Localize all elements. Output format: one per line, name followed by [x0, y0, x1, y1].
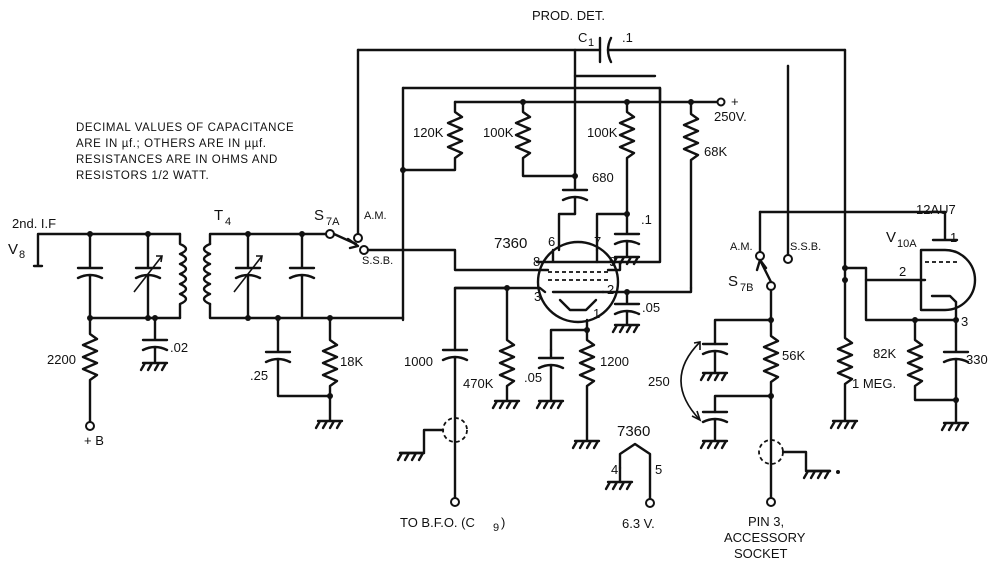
r-68k-label: 68K [704, 144, 727, 159]
s7a-am: A.M. [364, 210, 387, 222]
v8-label: V [8, 241, 18, 258]
c-002-label: .02 [170, 340, 188, 355]
r-1200-label: 1200 [600, 354, 629, 369]
r-82k-label: 82K [873, 346, 896, 361]
plus-b-label: + B [84, 433, 104, 448]
tube-7360 [535, 240, 622, 324]
svg-text:5: 5 [655, 462, 662, 477]
r-56k-label: 56K [782, 348, 805, 363]
s7b-label: S [728, 273, 738, 290]
c1-value: .1 [622, 30, 633, 45]
c-330-label: 330 [966, 352, 988, 367]
capacitor-0.02 [139, 316, 169, 372]
note-line-4: RESISTORS 1/2 WATT. [76, 170, 209, 182]
c-01-label: .1 [641, 212, 652, 227]
svg-text:9: 9 [493, 522, 499, 534]
capacitor-250-b [699, 410, 729, 450]
svg-text:6: 6 [548, 234, 555, 249]
svg-text:7A: 7A [326, 216, 340, 228]
note-line-2: ARE IN µf.; OTHERS ARE IN µµf. [76, 138, 267, 150]
r-18k-label: 18K [340, 354, 363, 369]
c-1000-label: 1000 [404, 354, 433, 369]
r-1meg-label: 1 MEG. [852, 376, 896, 391]
tube-12au7-label: 12AU7 [916, 202, 956, 217]
resistor-56k [762, 318, 780, 507]
capacitor-c1 [356, 36, 847, 78]
note-line-3: RESISTANCES ARE IN OHMS AND [76, 154, 278, 166]
c-05-a-label: .05 [642, 300, 660, 315]
resistor-1meg [829, 266, 859, 430]
r-470k-label: 470K [463, 376, 494, 391]
svg-text:9: 9 [609, 254, 616, 269]
svg-text:8: 8 [19, 249, 25, 261]
s7b-ssb: S.S.B. [790, 241, 821, 253]
socket-label: SOCKET [734, 546, 788, 561]
capacitor-680 [561, 74, 589, 216]
resistor-68k [682, 100, 700, 290]
pin3-label: PIN 3, [748, 514, 784, 529]
r-100k-a-label: 100K [483, 125, 514, 140]
junction-dots [87, 99, 959, 403]
resistor-18k [314, 316, 344, 430]
svg-text:1: 1 [950, 230, 957, 245]
svg-text:2: 2 [899, 264, 906, 279]
accessory-label: ACCESSORY [724, 530, 806, 545]
to-bfo-label: TO B.F.O. (C [400, 515, 475, 530]
capacitor-0.05-a [611, 290, 641, 334]
svg-text:3: 3 [961, 314, 968, 329]
r-100k-b-label: 100K [587, 125, 618, 140]
resistor-100k-b [618, 100, 636, 216]
heater-tube-label: 7360 [617, 423, 650, 440]
svg-text:1: 1 [593, 306, 600, 321]
c1-label: C [578, 30, 587, 45]
resistor-100k-a [514, 100, 577, 178]
resistor-2200 [81, 316, 99, 431]
svg-text:1: 1 [588, 37, 594, 49]
svg-text:7: 7 [594, 234, 601, 249]
capacitor-250-a [699, 342, 729, 382]
v10a-label: V [886, 229, 896, 246]
svg-text:4: 4 [611, 462, 618, 477]
svg-text:4: 4 [225, 216, 231, 228]
c-05-b-label: .05 [524, 370, 542, 385]
prod-det-label: PROD. DET. [532, 8, 605, 23]
r-120k-label: 120K [413, 125, 444, 140]
c-250-label: 250 [648, 374, 670, 389]
c-680-label: 680 [592, 170, 614, 185]
svg-text:10A: 10A [897, 238, 917, 250]
resistor-82k [906, 318, 958, 402]
values-note: DECIMAL VALUES OF CAPACITANCE ARE IN µf.… [76, 122, 294, 182]
svg-text:8: 8 [533, 254, 540, 269]
plus-sign: + [731, 94, 739, 109]
v63-label: 6.3 V. [622, 516, 655, 531]
second-if-label: 2nd. I.F [12, 216, 56, 231]
resistor-120k [401, 100, 464, 172]
svg-text:3: 3 [534, 289, 541, 304]
t4-label: T [214, 207, 223, 224]
tube-7360-label: 7360 [494, 235, 527, 252]
capacitor-0.1 [611, 212, 641, 266]
resistor-470k [491, 286, 521, 410]
s7a-ssb: S.S.B. [362, 255, 393, 267]
svg-text:2: 2 [607, 282, 614, 297]
capacitor-0.05-b [535, 348, 565, 410]
capacitor-0.25 [264, 316, 332, 398]
s7a-label: S [314, 207, 324, 224]
note-line-1: DECIMAL VALUES OF CAPACITANCE [76, 122, 294, 134]
svg-text:7B: 7B [740, 282, 753, 294]
capacitor-330 [940, 318, 970, 432]
svg-text:): ) [501, 515, 505, 530]
v250-label: 250V. [714, 109, 747, 124]
c-025-label: .25 [250, 368, 268, 383]
r-2200-label: 2200 [47, 352, 76, 367]
capacitor-1000 [441, 348, 469, 507]
s7b-am: A.M. [730, 241, 753, 253]
tube-12au7 [864, 210, 977, 322]
resistor-1200 [571, 328, 601, 450]
